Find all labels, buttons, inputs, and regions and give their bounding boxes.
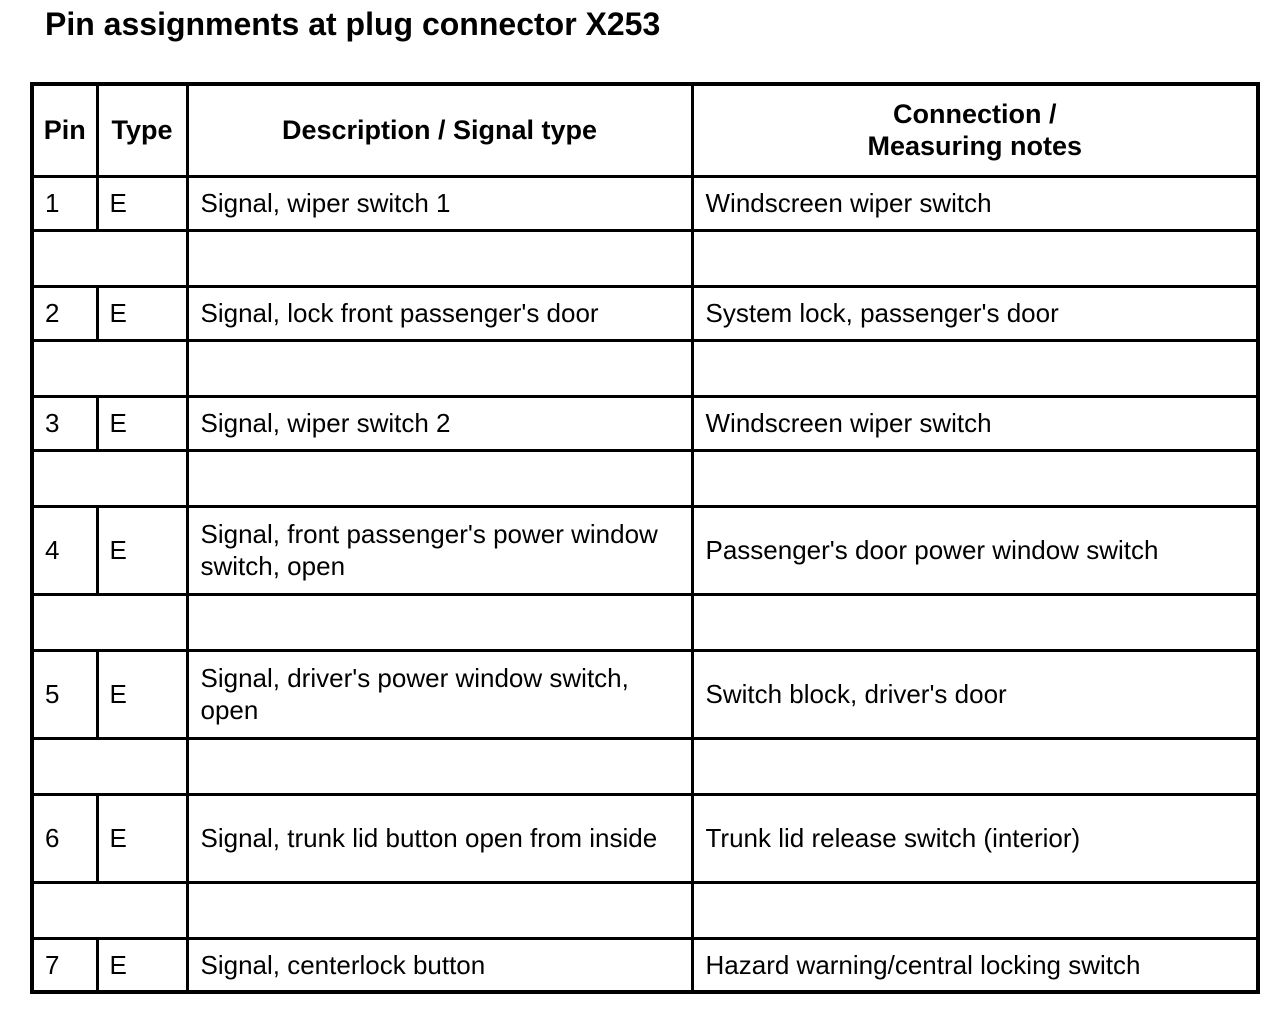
description-cell: Signal, trunk lid button open from insid… — [185, 792, 694, 884]
table-row-pin-5: 5 E Signal, driver's power window switch… — [30, 648, 1260, 740]
spacer-row — [30, 736, 1260, 796]
table-row-pin-3: 3 E Signal, wiper switch 2 Windscreen wi… — [30, 394, 1260, 452]
spacer-cell-connection — [690, 228, 1260, 288]
table-row-pin-1: 1 E Signal, wiper switch 1 Windscreen wi… — [30, 174, 1260, 232]
connection-cell: Switch block, driver's door — [690, 648, 1260, 740]
spacer-cell-connection — [690, 880, 1260, 940]
connection-cell: Trunk lid release switch (interior) — [690, 792, 1260, 884]
page-title: Pin assignments at plug connector X253 — [45, 6, 661, 42]
type-cell: E — [95, 504, 189, 596]
spacer-cell-description — [185, 736, 694, 796]
spacer-cell-connection — [690, 448, 1260, 508]
description-cell: Signal, lock front passenger's door — [185, 284, 694, 342]
spacer-row — [30, 592, 1260, 652]
spacer-row — [30, 880, 1260, 940]
connection-cell: System lock, passenger's door — [690, 284, 1260, 342]
spacer-cell-description — [185, 448, 694, 508]
spacer-cell-description — [185, 592, 694, 652]
type-cell: E — [95, 174, 189, 232]
table-row-pin-4: 4 E Signal, front passenger's power wind… — [30, 504, 1260, 596]
pin-cell: 2 — [30, 284, 99, 342]
type-cell: E — [95, 792, 189, 884]
spacer-cell-description — [185, 338, 694, 398]
connection-cell: Windscreen wiper switch — [690, 174, 1260, 232]
spacer-cell-description — [185, 880, 694, 940]
description-cell: Signal, driver's power window switch, op… — [185, 648, 694, 740]
pin-cell: 6 — [30, 792, 99, 884]
column-header-type: Type — [95, 82, 189, 178]
spacer-cell-description — [185, 228, 694, 288]
spacer-cell-connection — [690, 338, 1260, 398]
type-cell: E — [95, 284, 189, 342]
pin-cell: 5 — [30, 648, 99, 740]
pin-cell: 4 — [30, 504, 99, 596]
spacer-cell-pin-type — [30, 338, 189, 398]
pin-cell: 1 — [30, 174, 99, 232]
table-row-pin-2: 2 E Signal, lock front passenger's door … — [30, 284, 1260, 342]
type-cell: E — [95, 394, 189, 452]
description-cell: Signal, wiper switch 1 — [185, 174, 694, 232]
type-cell: E — [95, 936, 189, 994]
connection-cell: Hazard warning/central locking switch — [690, 936, 1260, 994]
description-cell: Signal, front passenger's power window s… — [185, 504, 694, 596]
spacer-cell-pin-type — [30, 880, 189, 940]
spacer-cell-connection — [690, 736, 1260, 796]
column-header-pin: Pin — [30, 82, 99, 178]
column-header-description: Description / Signal type — [185, 82, 694, 178]
spacer-row — [30, 338, 1260, 398]
spacer-row — [30, 448, 1260, 508]
spacer-cell-pin-type — [30, 448, 189, 508]
table-row-pin-7: 7 E Signal, centerlock button Hazard war… — [30, 936, 1260, 994]
spacer-cell-connection — [690, 592, 1260, 652]
pin-cell: 3 — [30, 394, 99, 452]
spacer-cell-pin-type — [30, 592, 189, 652]
description-cell: Signal, wiper switch 2 — [185, 394, 694, 452]
type-cell: E — [95, 648, 189, 740]
spacer-row — [30, 228, 1260, 288]
pin-assignment-table: Pin Type Description / Signal type Conne… — [30, 82, 1260, 994]
column-header-connection: Connection / Measuring notes — [690, 82, 1260, 178]
spacer-cell-pin-type — [30, 736, 189, 796]
connection-cell: Windscreen wiper switch — [690, 394, 1260, 452]
description-cell: Signal, centerlock button — [185, 936, 694, 994]
spacer-cell-pin-type — [30, 228, 189, 288]
table-row-pin-6: 6 E Signal, trunk lid button open from i… — [30, 792, 1260, 884]
connection-cell: Passenger's door power window switch — [690, 504, 1260, 596]
pin-cell: 7 — [30, 936, 99, 994]
table-header-row: Pin Type Description / Signal type Conne… — [30, 82, 1260, 178]
